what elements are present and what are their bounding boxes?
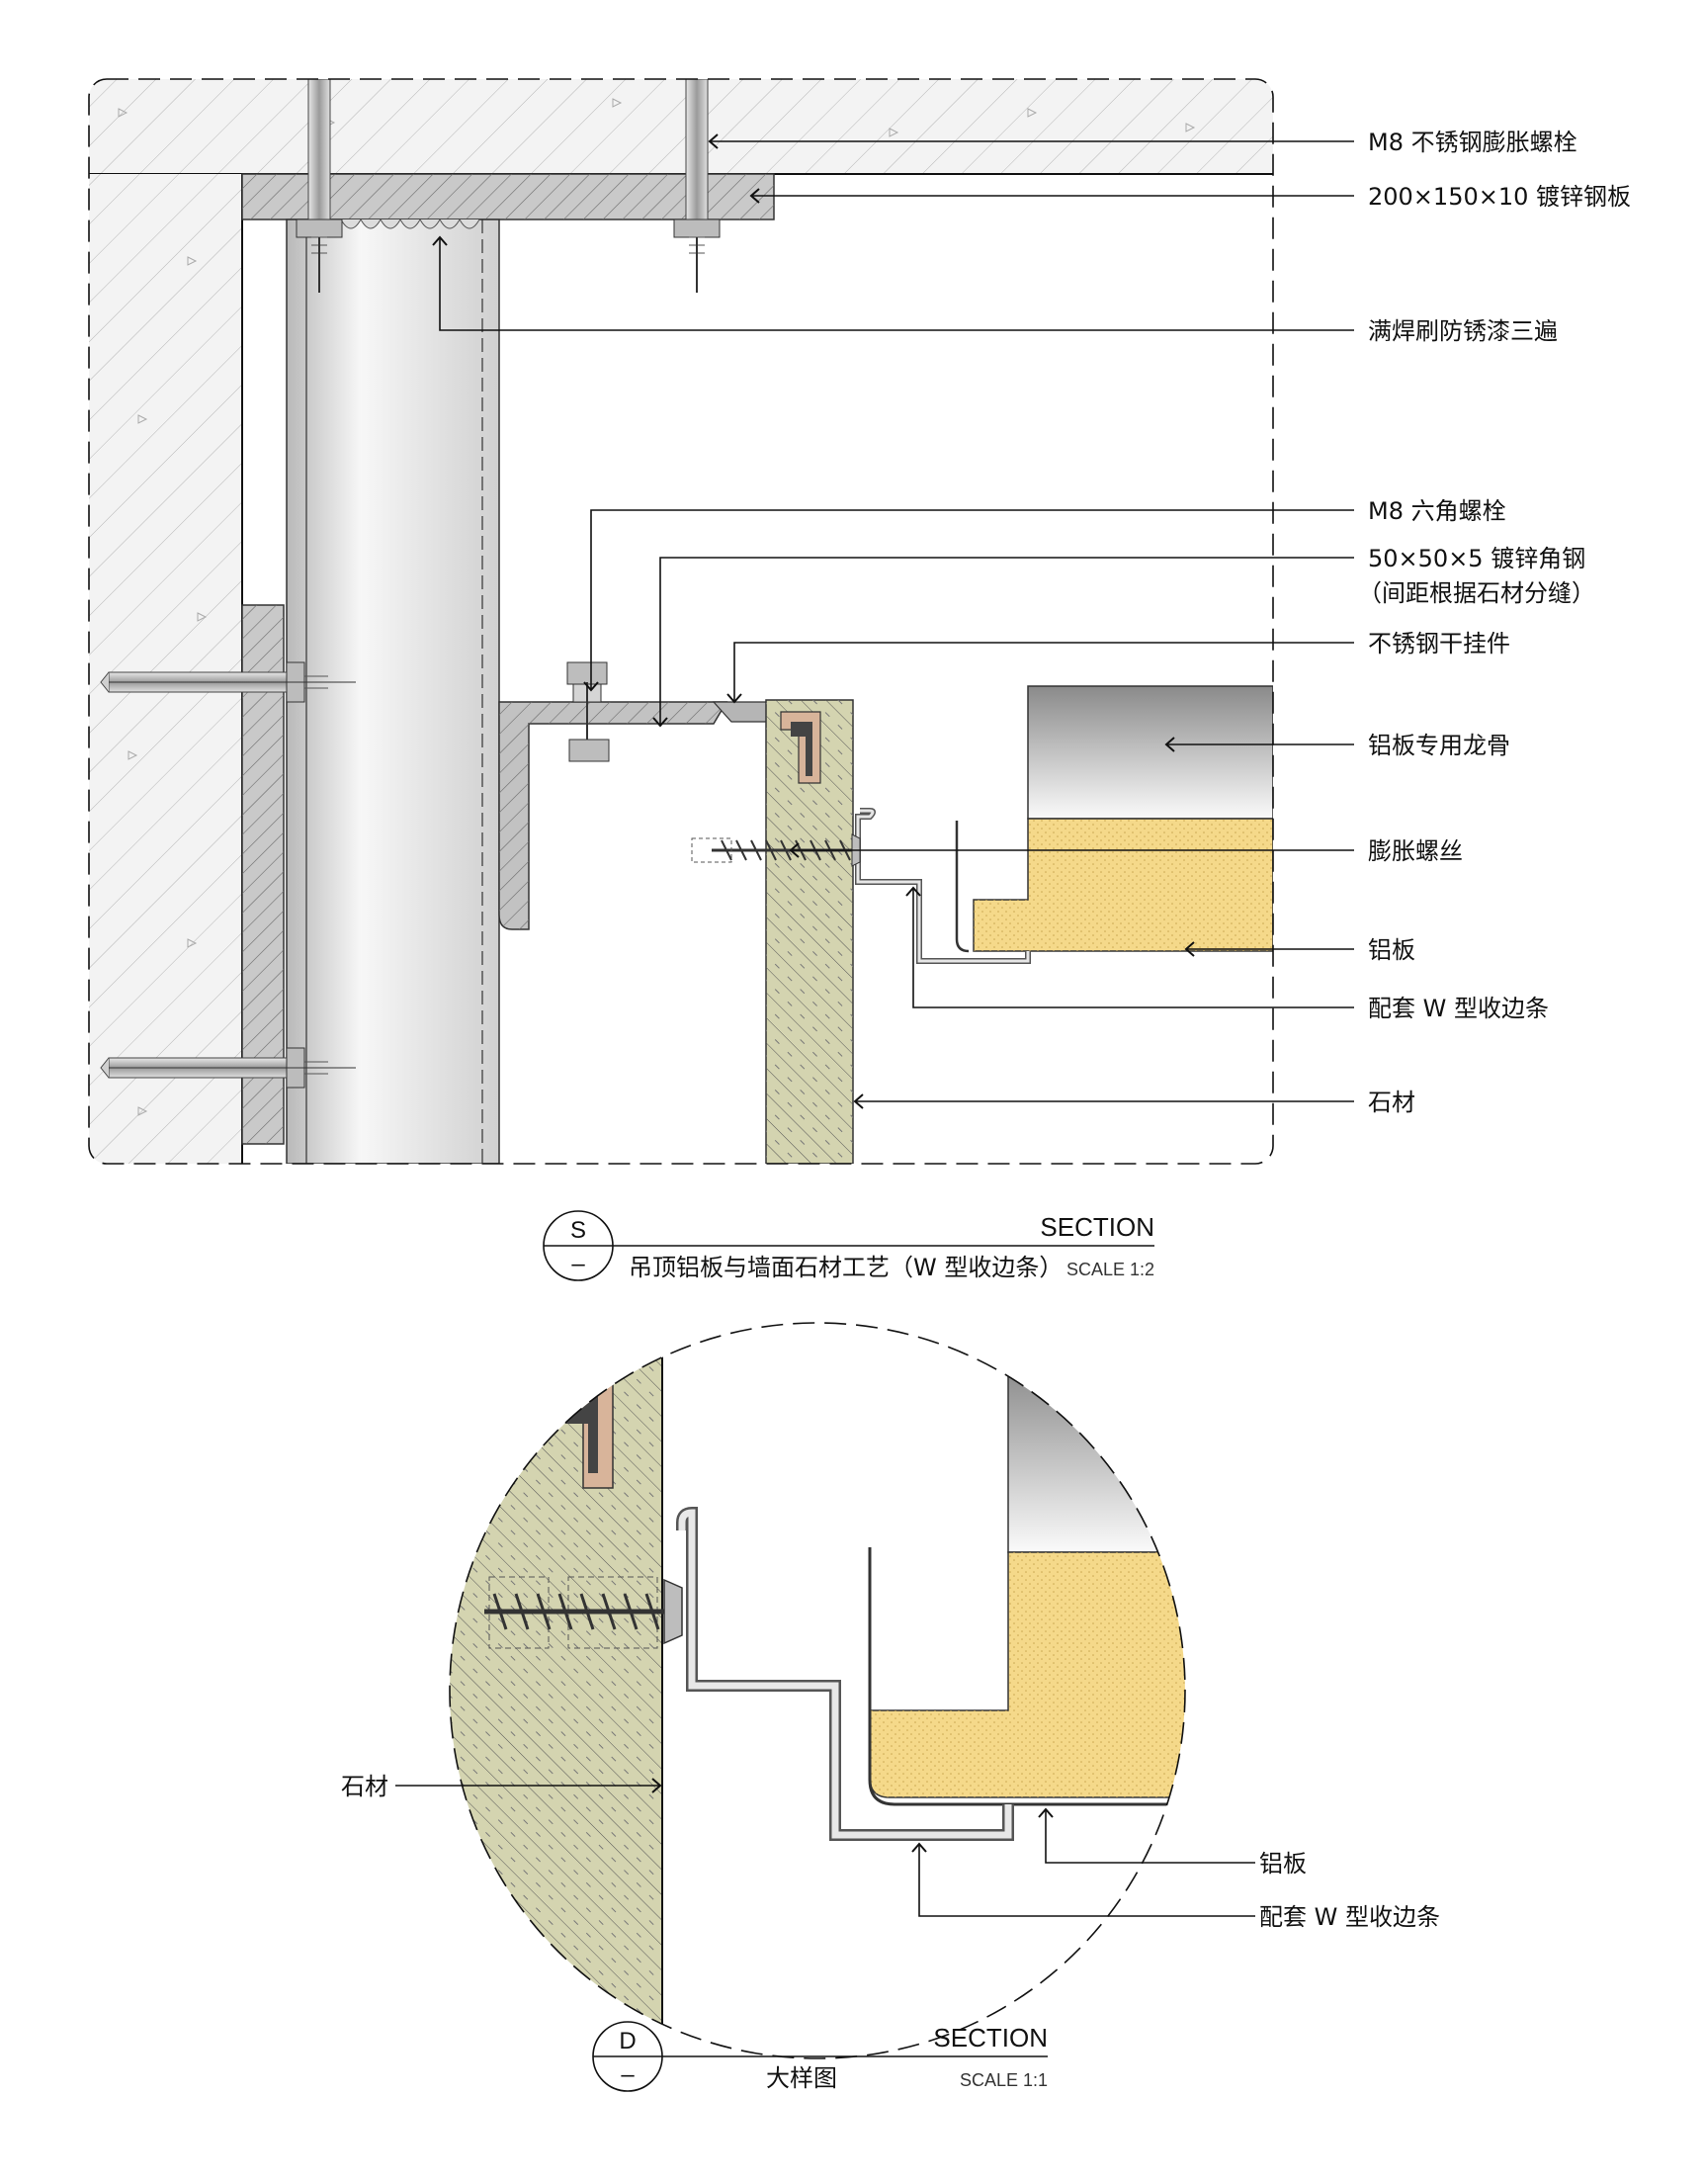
section-s-drawing bbox=[89, 79, 1273, 1164]
label-stone-detail: 石材 bbox=[341, 1773, 388, 1800]
aluminum-keel-detail bbox=[1007, 1363, 1185, 1553]
label-w-trim-detail: 配套 W 型收边条 bbox=[1259, 1903, 1440, 1931]
detail-d-drawing bbox=[450, 1323, 1185, 2058]
expansion-bolt-horizontal bbox=[100, 1047, 356, 1089]
label-stone: 石材 bbox=[1368, 1089, 1415, 1116]
label-hex-bolt: M8 六角螺栓 bbox=[1368, 497, 1506, 525]
hex-bolt bbox=[566, 661, 610, 762]
detail-d-boundary bbox=[449, 1322, 1186, 2059]
label-steel-plate: 200×150×10 镀锌钢板 bbox=[1368, 183, 1631, 211]
label-aluminum-panel: 铝板 bbox=[1368, 936, 1415, 964]
expansion-bolt-horizontal bbox=[100, 661, 356, 703]
section-s-title-block: S – SECTION 吊顶铝板与墙面石材工艺（W 型收边条） SCALE 1:… bbox=[543, 1210, 1154, 1281]
detail-sub-symbol: – bbox=[621, 2061, 635, 2088]
steel-tube-column bbox=[286, 218, 500, 1164]
aluminum-keel bbox=[1027, 685, 1273, 820]
detail-scale: SCALE 1:1 bbox=[960, 2070, 1048, 2090]
section-scale: SCALE 1:2 bbox=[1066, 1260, 1154, 1279]
label-spacing-note: （间距根据石材分缝） bbox=[1358, 579, 1595, 607]
expansion-bolt-vertical bbox=[673, 79, 721, 293]
detail-description: 大样图 bbox=[766, 2064, 837, 2092]
section-description: 吊顶铝板与墙面石材工艺（W 型收边条） bbox=[629, 1254, 1063, 1281]
section-symbol: S bbox=[570, 1217, 586, 1244]
detail-d-title-block: D – SECTION 大样图 SCALE 1:1 bbox=[592, 2021, 1048, 2092]
detail-d-labels: 石材 铝板 配套 W 型收边条 bbox=[341, 1773, 1440, 1931]
detail-d-leaders bbox=[395, 1778, 1255, 1917]
expansion-screw-detail bbox=[484, 1576, 683, 1649]
galvanized-angle-steel bbox=[498, 701, 728, 930]
expansion-bolt-vertical bbox=[296, 79, 343, 293]
section-s-labels: M8 不锈钢膨胀螺栓 200×150×10 镀锌钢板 满焊刷防锈漆三遍 M8 六… bbox=[1358, 129, 1631, 1116]
section-word: SECTION bbox=[1040, 1212, 1154, 1242]
section-s-leaders bbox=[432, 133, 1354, 1109]
detail-symbol: D bbox=[619, 2028, 636, 2054]
label-aluminum-panel-detail: 铝板 bbox=[1259, 1850, 1307, 1878]
label-m8-expansion-bolt: M8 不锈钢膨胀螺栓 bbox=[1368, 129, 1577, 156]
label-expansion-screw: 膨胀螺丝 bbox=[1368, 837, 1463, 865]
section-sub-symbol: – bbox=[571, 1251, 585, 1277]
section-s-boundary bbox=[88, 78, 1274, 1165]
label-dry-hanger: 不锈钢干挂件 bbox=[1368, 630, 1510, 657]
weld-bead bbox=[340, 218, 480, 229]
label-weld: 满焊刷防锈漆三遍 bbox=[1368, 317, 1558, 345]
label-angle-steel: 50×50×5 镀锌角钢 bbox=[1368, 545, 1585, 572]
detail-section-word: SECTION bbox=[933, 2023, 1048, 2053]
label-w-trim: 配套 W 型收边条 bbox=[1368, 995, 1549, 1022]
label-aluminum-keel: 铝板专用龙骨 bbox=[1368, 732, 1510, 759]
